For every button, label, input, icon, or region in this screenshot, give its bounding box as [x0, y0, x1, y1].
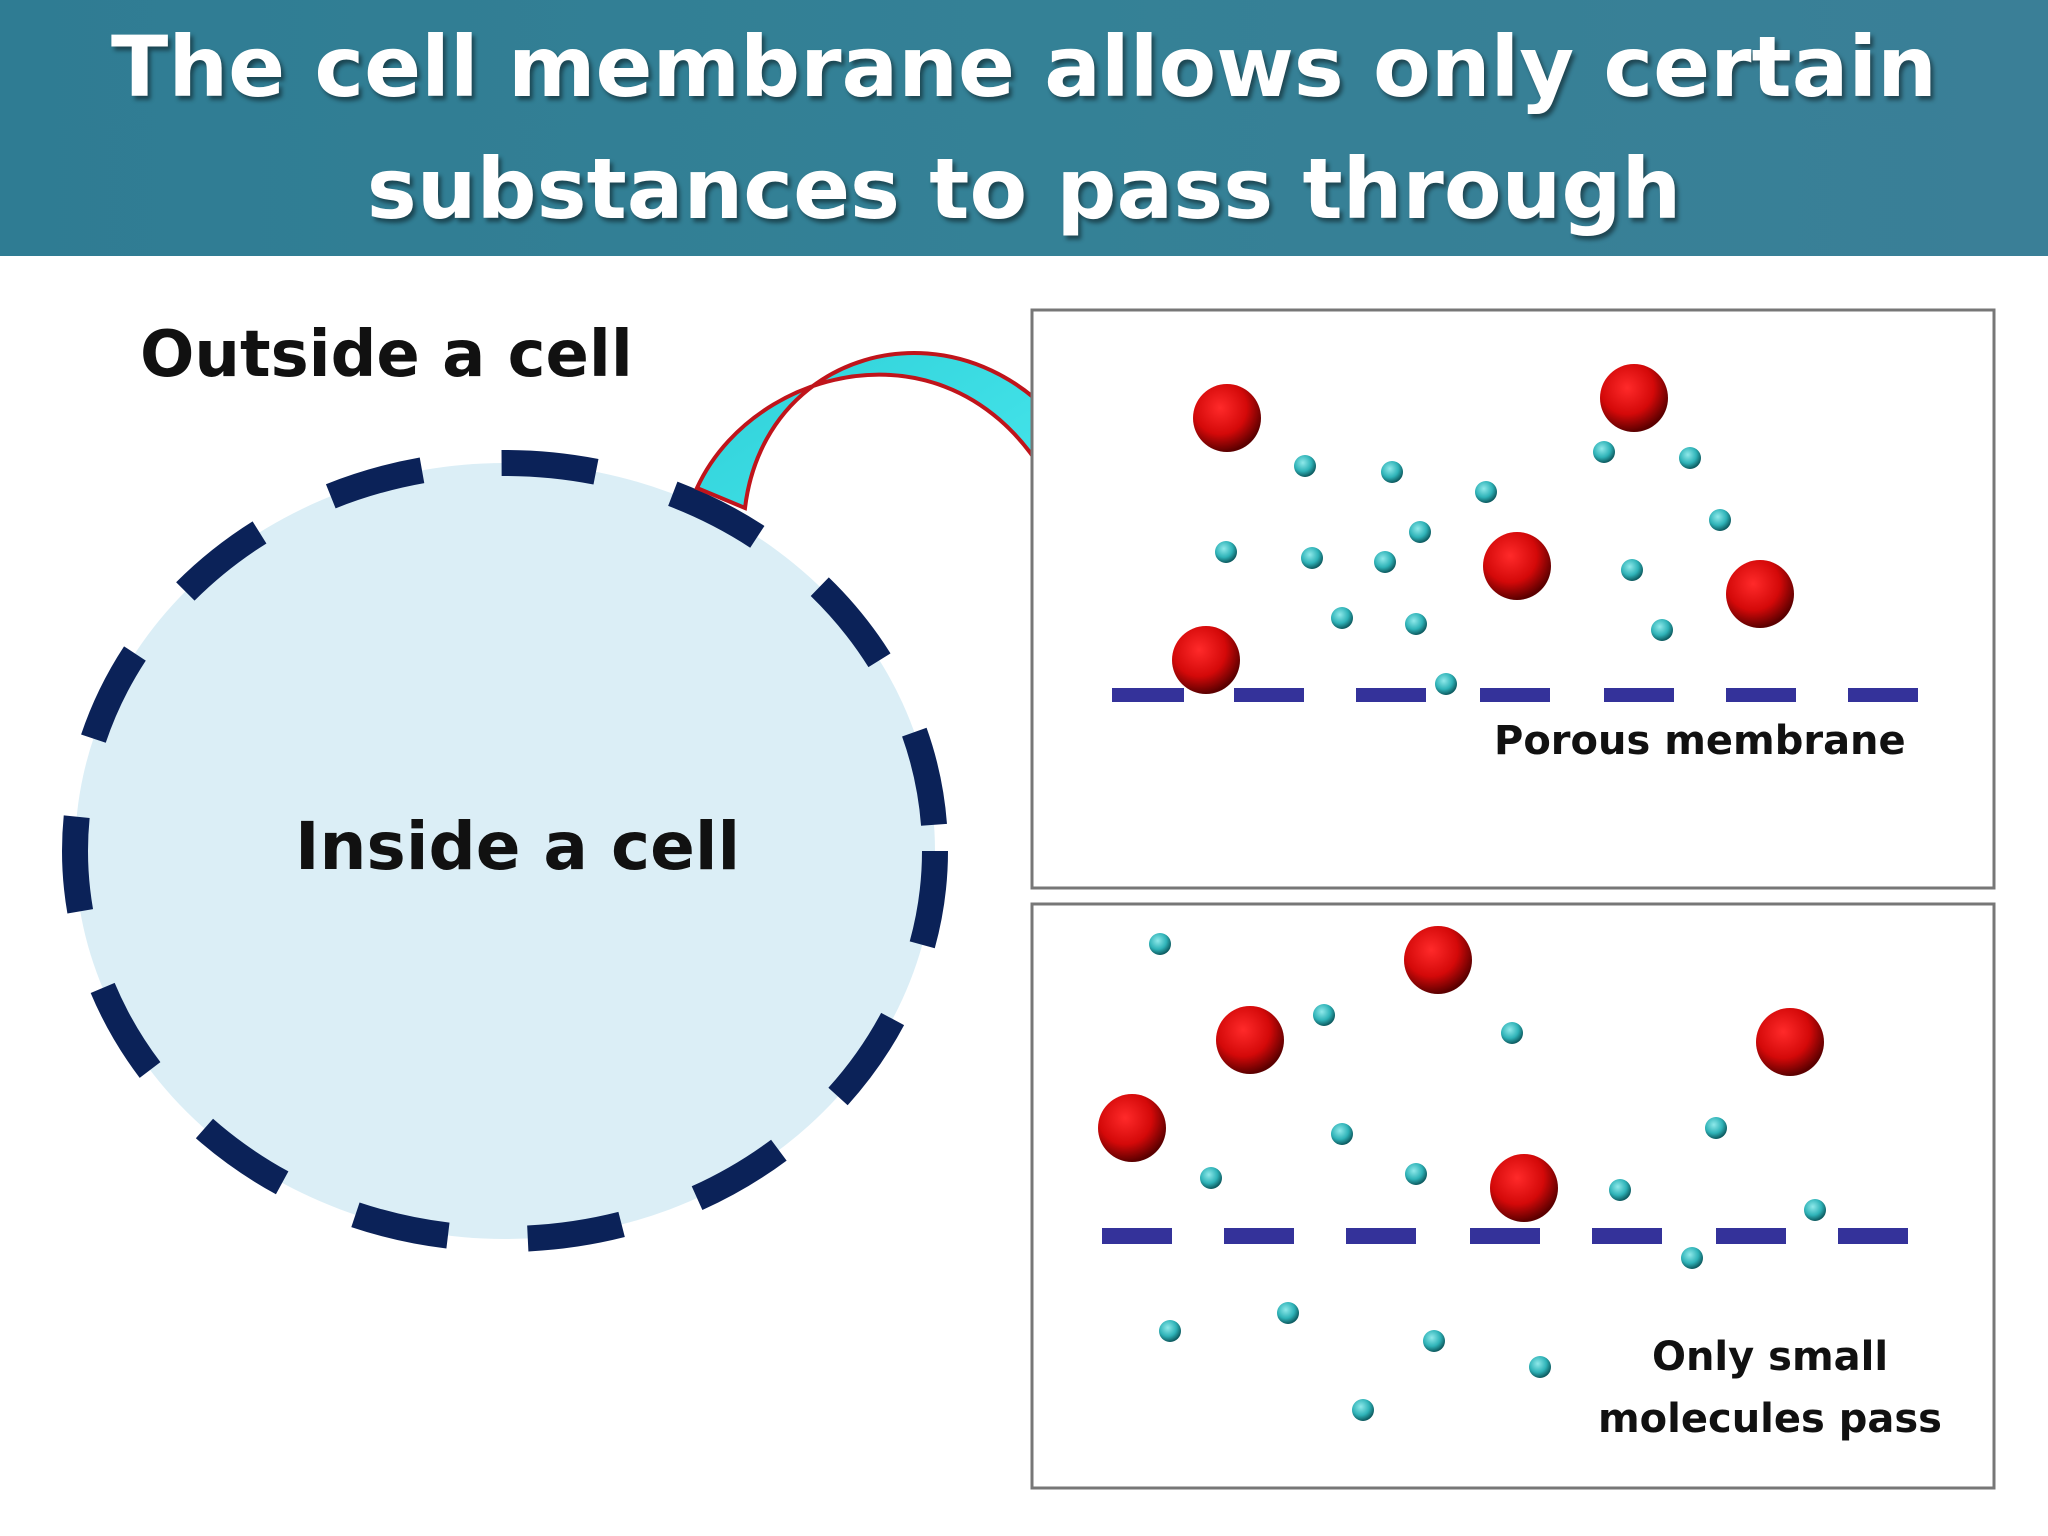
small-molecule	[1405, 613, 1427, 635]
cell-body	[75, 463, 935, 1239]
membrane-segment	[1234, 688, 1304, 702]
inside-cell-label: Inside a cell	[295, 808, 741, 885]
small-molecule	[1409, 521, 1431, 543]
large-molecule	[1483, 532, 1551, 600]
small-molecule	[1301, 547, 1323, 569]
large-molecule	[1193, 384, 1261, 452]
large-molecule	[1600, 364, 1668, 432]
small-molecules-bottom	[1149, 933, 1826, 1421]
membrane-segment	[1480, 688, 1550, 702]
small-molecules-label-line1: Only small	[1651, 1334, 1889, 1380]
large-molecule	[1404, 926, 1472, 994]
small-molecule	[1215, 541, 1237, 563]
small-molecule	[1294, 455, 1316, 477]
small-molecule	[1381, 461, 1403, 483]
small-molecule	[1277, 1302, 1299, 1324]
large-molecule	[1098, 1094, 1166, 1162]
small-molecule	[1681, 1247, 1703, 1269]
small-molecule	[1405, 1163, 1427, 1185]
small-molecule	[1705, 1117, 1727, 1139]
membrane-segment	[1102, 1228, 1172, 1244]
membrane-segment	[1470, 1228, 1540, 1244]
large-molecules-top	[1172, 364, 1794, 694]
large-molecule	[1172, 626, 1240, 694]
large-molecule	[1490, 1154, 1558, 1222]
membrane-segment	[1604, 688, 1674, 702]
small-molecule	[1435, 673, 1457, 695]
membrane-segment	[1356, 688, 1426, 702]
small-molecule	[1501, 1022, 1523, 1044]
small-molecule	[1529, 1356, 1551, 1378]
membrane-bottom	[1102, 1228, 1908, 1244]
small-molecule	[1352, 1399, 1374, 1421]
small-molecule	[1709, 509, 1731, 531]
cell	[62, 450, 948, 1252]
membrane-segment	[1838, 1228, 1908, 1244]
small-molecule	[1200, 1167, 1222, 1189]
cell-membrane-dashed	[62, 450, 948, 1252]
small-molecule	[1475, 481, 1497, 503]
membrane-segment	[1848, 688, 1918, 702]
small-molecule	[1423, 1330, 1445, 1352]
outside-cell-label: Outside a cell	[140, 318, 633, 392]
large-molecule	[1726, 560, 1794, 628]
small-molecule	[1331, 1123, 1353, 1145]
porous-membrane-panel	[1030, 308, 1996, 890]
membrane-segment	[1112, 688, 1184, 702]
small-molecule	[1159, 1320, 1181, 1342]
title-banner: The cell membrane allows only certain su…	[0, 0, 2048, 256]
small-molecule	[1149, 933, 1171, 955]
small-molecules-label-line2: molecules pass	[1597, 1396, 1942, 1442]
selective-membrane-panel	[1030, 902, 1996, 1490]
small-molecule	[1331, 607, 1353, 629]
small-molecule	[1621, 559, 1643, 581]
small-molecule	[1679, 447, 1701, 469]
small-molecules-top	[1215, 441, 1731, 695]
membrane-segment	[1592, 1228, 1662, 1244]
small-molecule	[1313, 1004, 1335, 1026]
small-molecule	[1651, 619, 1673, 641]
small-molecule	[1593, 441, 1615, 463]
large-molecules-bottom	[1098, 926, 1824, 1222]
membrane-segment	[1346, 1228, 1416, 1244]
small-molecules-label: Only small molecules pass	[1590, 1326, 1950, 1450]
membrane-segment	[1726, 688, 1796, 702]
small-molecule	[1609, 1179, 1631, 1201]
porous-membrane-label: Porous membrane	[1494, 718, 1906, 764]
large-molecule	[1216, 1006, 1284, 1074]
membrane-top	[1112, 688, 1918, 702]
small-molecule	[1804, 1199, 1826, 1221]
membrane-segment	[1716, 1228, 1786, 1244]
small-molecule	[1374, 551, 1396, 573]
page-title: The cell membrane allows only certain su…	[111, 18, 1937, 238]
membrane-segment	[1224, 1228, 1294, 1244]
large-molecule	[1756, 1008, 1824, 1076]
